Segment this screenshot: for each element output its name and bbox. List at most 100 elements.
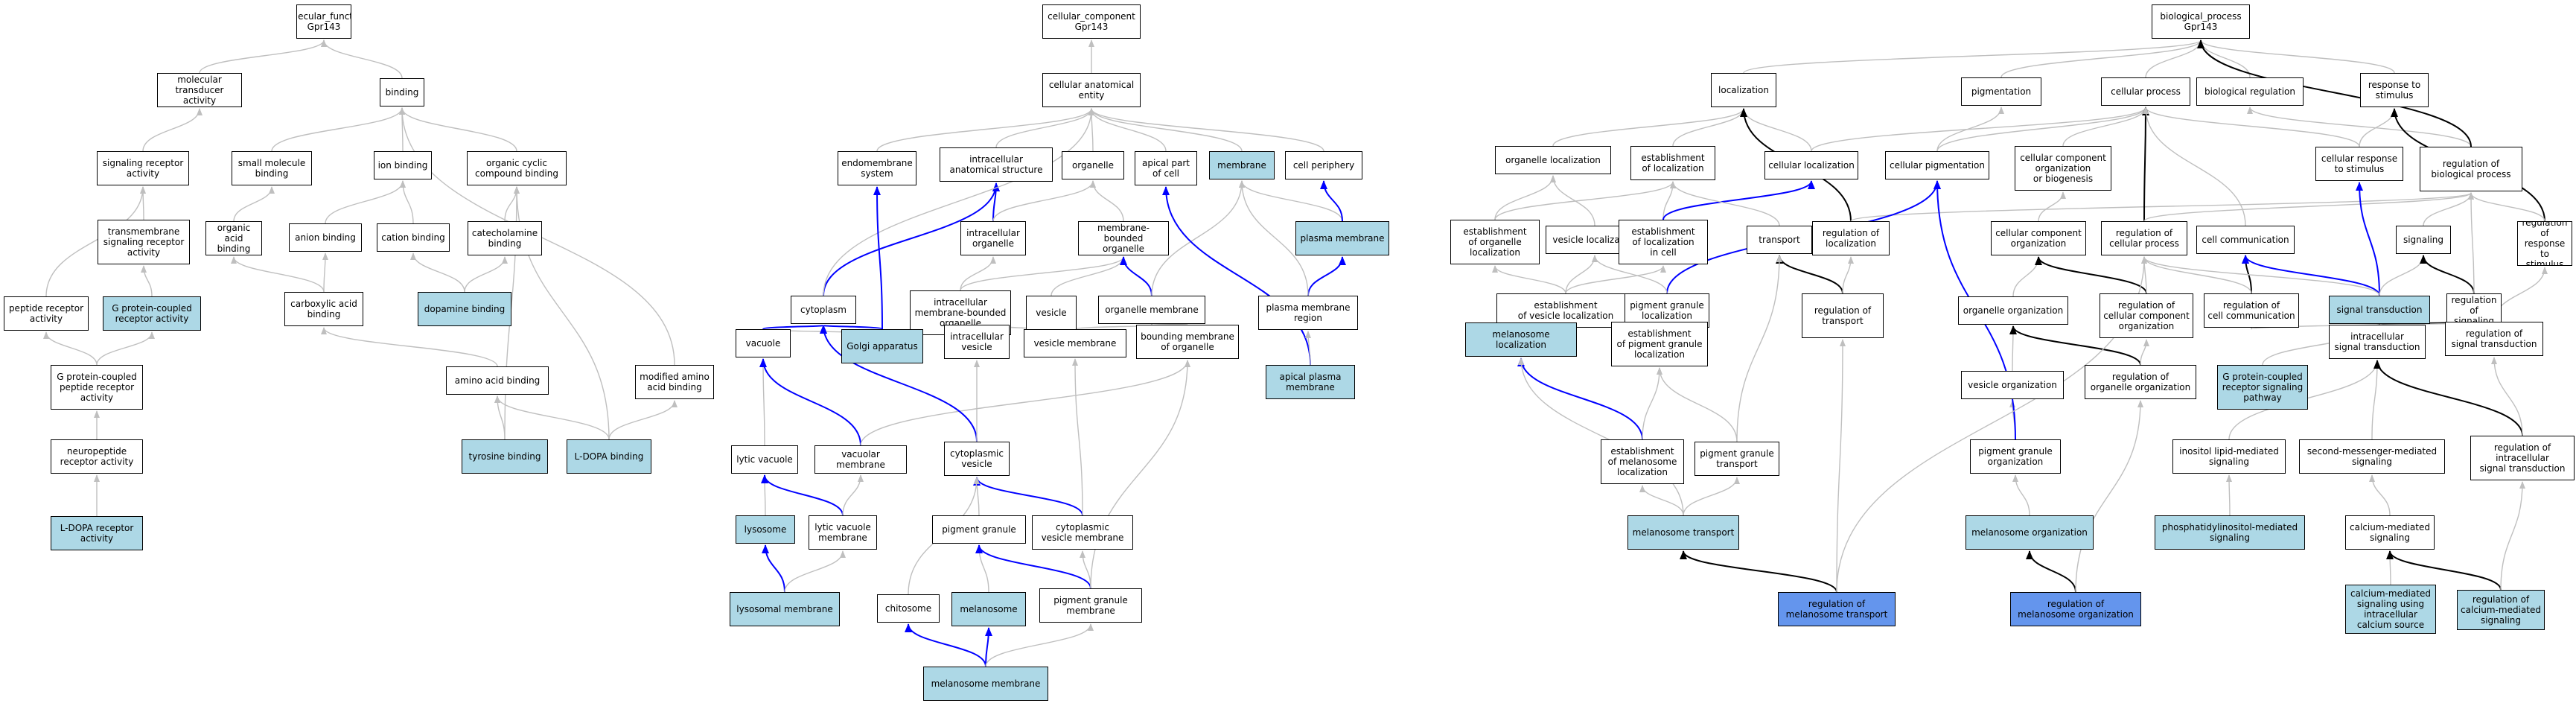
go-term-cell-periphery[interactable]: cell periphery	[1285, 151, 1362, 179]
go-term-lytic-vacuole[interactable]: lytic vacuole	[731, 445, 798, 474]
go-term-chitosome[interactable]: chitosome	[877, 594, 940, 623]
go-term-regulation-melanosome-transport[interactable]: regulation of melanosome transport	[1778, 592, 1896, 626]
go-term-regulation-organelle-organization[interactable]: regulation of organelle organization	[2085, 365, 2196, 399]
go-term-cc-org-biogenesis[interactable]: cellular component organization or bioge…	[2015, 146, 2111, 191]
go-term-pigment-granule-transport[interactable]: pigment granule transport	[1695, 442, 1779, 476]
go-term-regulation-localization[interactable]: regulation of localization	[1812, 221, 1890, 255]
go-term-cellular-localization[interactable]: cellular localization	[1764, 151, 1858, 179]
go-term-endomembrane-system[interactable]: endomembrane system	[838, 151, 916, 185]
go-term-tyrosine-binding[interactable]: tyrosine binding	[462, 439, 548, 474]
go-term-regulation-calcium-signaling[interactable]: regulation of calcium-mediated signaling	[2457, 590, 2545, 630]
go-term-cellular-process[interactable]: cellular process	[2101, 77, 2190, 106]
go-term-pi-signaling[interactable]: phosphatidylinositol-mediated signaling	[2155, 515, 2305, 550]
go-term-establishment-melanosome-localization[interactable]: establishment of melanosome localization	[1601, 439, 1684, 484]
go-term-signaling[interactable]: signaling	[2396, 226, 2451, 254]
go-term-apical-part[interactable]: apical part of cell	[1135, 151, 1197, 185]
go-term-amino-acid-binding[interactable]: amino acid binding	[446, 366, 549, 395]
go-term-organelle-localization[interactable]: organelle localization	[1495, 146, 1611, 174]
go-term-cc[interactable]: cellular_component Gpr143	[1042, 4, 1141, 39]
go-term-cellular-anatomical-entity[interactable]: cellular anatomical entity	[1042, 73, 1141, 107]
go-term-neuropeptide-receptor[interactable]: neuropeptide receptor activity	[51, 439, 143, 474]
go-term-gpc-peptide-receptor[interactable]: G protein-coupled peptide receptor activ…	[51, 365, 143, 410]
go-term-peptide-receptor[interactable]: peptide receptor activity	[4, 296, 89, 331]
go-term-calcium-intracellular-source[interactable]: calcium-mediated signaling using intrace…	[2345, 585, 2436, 634]
go-term-intracellular-vesicle[interactable]: intracellular vesicle	[944, 325, 1010, 359]
go-term-melanosome-organization[interactable]: melanosome organization	[1966, 515, 2094, 550]
go-term-apical-plasma-membrane[interactable]: apical plasma membrane	[1266, 365, 1355, 399]
go-term-organic-acid-binding[interactable]: organic acid binding	[205, 221, 262, 255]
go-term-dopamine-binding[interactable]: dopamine binding	[418, 292, 511, 326]
go-term-regulation-cellular-process[interactable]: regulation of cellular process	[2101, 221, 2187, 255]
go-term-establishment-localization[interactable]: establishment of localization	[1630, 146, 1715, 180]
go-term-lysosomal-membrane[interactable]: lysosomal membrane	[730, 592, 840, 626]
go-term-regulation-transport[interactable]: regulation of transport	[1802, 293, 1884, 338]
go-term-catecholamine-binding[interactable]: catecholamine binding	[468, 221, 542, 255]
go-term-regulation-cell-communication[interactable]: regulation of cell communication	[2204, 293, 2299, 328]
go-term-vesicle[interactable]: vesicle	[1026, 296, 1077, 330]
go-term-response-to-stimulus[interactable]: response to stimulus	[2360, 73, 2429, 107]
go-term-organic-cyclic-binding[interactable]: organic cyclic compound binding	[467, 151, 567, 185]
go-term-signaling-receptor[interactable]: signaling receptor activity	[97, 151, 189, 185]
go-term-regulation-cc-organization[interactable]: regulation of cellular component organiz…	[2100, 293, 2193, 338]
go-term-melanosome-transport[interactable]: melanosome transport	[1627, 515, 1739, 550]
go-term-bounding-membrane[interactable]: bounding membrane of organelle	[1136, 325, 1239, 359]
go-term-gpcr-signaling-pathway[interactable]: G protein-coupled receptor signaling pat…	[2217, 365, 2308, 410]
go-term-pigment-granule-organization[interactable]: pigment granule organization	[1970, 439, 2061, 474]
go-term-vacuolar-membrane[interactable]: vacuolar membrane	[814, 445, 907, 474]
go-term-cation-binding[interactable]: cation binding	[377, 223, 450, 252]
go-term-vacuole[interactable]: vacuole	[736, 329, 791, 357]
go-term-golgi[interactable]: Golgi apparatus	[841, 329, 923, 363]
go-term-biological-regulation[interactable]: biological regulation	[2196, 77, 2304, 106]
go-term-membrane[interactable]: membrane	[1209, 151, 1275, 179]
go-term-organelle[interactable]: organelle	[1062, 151, 1124, 179]
go-term-ion-binding[interactable]: ion binding	[374, 151, 432, 179]
go-term-pigment-granule[interactable]: pigment granule	[932, 515, 1026, 544]
go-term-organelle-organization[interactable]: organelle organization	[1958, 296, 2068, 325]
go-term-modified-amino-acid-binding[interactable]: modified amino acid binding	[635, 365, 714, 399]
go-term-localization[interactable]: localization	[1711, 73, 1776, 107]
go-term-plasma-membrane[interactable]: plasma membrane	[1295, 221, 1389, 255]
go-term-membrane-bounded-organelle[interactable]: membrane-bounded organelle	[1078, 221, 1169, 255]
go-term-intracellular-signal-transduction[interactable]: intracellular signal transduction	[2329, 325, 2426, 359]
go-term-gpcr-activity[interactable]: G protein-coupled receptor activity	[103, 296, 201, 331]
go-term-cell-communication[interactable]: cell communication	[2196, 226, 2295, 254]
go-term-vesicle-membrane[interactable]: vesicle membrane	[1024, 329, 1126, 357]
go-term-pigmentation[interactable]: pigmentation	[1961, 77, 2041, 106]
go-term-melanosome-membrane[interactable]: melanosome membrane	[923, 667, 1048, 701]
go-term-regulation-biological-process[interactable]: regulation of biological process	[2420, 147, 2522, 191]
go-term-lytic-vacuole-membrane[interactable]: lytic vacuole membrane	[809, 515, 877, 550]
go-term-inositol-lipid-signaling[interactable]: inositol lipid-mediated signaling	[2172, 439, 2286, 474]
go-term-transmembrane-receptor[interactable]: transmembrane signaling receptor activit…	[98, 220, 190, 264]
go-term-transport[interactable]: transport	[1747, 226, 1812, 254]
go-term-binding[interactable]: binding	[380, 78, 424, 106]
go-term-regulation-melanosome-organization[interactable]: regulation of melanosome organization	[2010, 592, 2141, 626]
go-term-mol-transducer[interactable]: molecular transducer activity	[157, 73, 242, 107]
go-term-cellular-pigmentation[interactable]: cellular pigmentation	[1885, 151, 1989, 179]
go-term-melanosome-localization[interactable]: melanosome localization	[1465, 322, 1577, 357]
go-term-mf[interactable]: molecular_function Gpr143	[296, 4, 351, 39]
go-term-plasma-membrane-region[interactable]: plasma membrane region	[1258, 296, 1358, 330]
go-term-ldopa-receptor[interactable]: L-DOPA receptor activity	[51, 516, 143, 550]
go-term-ldopa-binding[interactable]: L-DOPA binding	[567, 439, 651, 474]
go-term-organelle-membrane[interactable]: organelle membrane	[1098, 296, 1205, 324]
go-term-cytoplasmic-vesicle[interactable]: cytoplasmic vesicle	[944, 442, 1010, 476]
go-term-intracellular-anatomical-structure[interactable]: intracellular anatomical structure	[940, 147, 1053, 182]
go-term-small-molecule-binding[interactable]: small molecule binding	[232, 151, 312, 185]
go-term-lysosome[interactable]: lysosome	[736, 515, 795, 544]
go-term-calcium-signaling[interactable]: calcium-mediated signaling	[2345, 515, 2435, 550]
go-term-cellular-response-stimulus[interactable]: cellular response to stimulus	[2315, 147, 2403, 181]
go-term-establishment-pg-localization[interactable]: establishment of pigment granule localiz…	[1611, 322, 1708, 366]
go-term-regulation-intracellular-st[interactable]: regulation of intracellular signal trans…	[2470, 436, 2575, 480]
go-term-intracellular-organelle[interactable]: intracellular organelle	[960, 221, 1026, 255]
go-term-establishment-localization-cell[interactable]: establishment of localization in cell	[1619, 220, 1708, 264]
go-term-pigment-granule-membrane[interactable]: pigment granule membrane	[1039, 588, 1142, 623]
go-term-cytoplasm[interactable]: cytoplasm	[791, 296, 856, 324]
go-term-regulation-response-stimulus[interactable]: regulation of response to stimulus	[2517, 221, 2572, 266]
go-term-second-messenger-signaling[interactable]: second-messenger-mediated signaling	[2299, 439, 2445, 474]
go-term-regulation-signal-transduction[interactable]: regulation of signal transduction	[2445, 322, 2543, 356]
go-term-vesicle-organization[interactable]: vesicle organization	[1961, 371, 2064, 399]
go-term-anion-binding[interactable]: anion binding	[289, 223, 362, 252]
go-term-cc-organization[interactable]: cellular component organization	[1991, 221, 2086, 255]
go-term-bp[interactable]: biological_process Gpr143	[2152, 4, 2250, 39]
go-term-cytoplasmic-vesicle-membrane[interactable]: cytoplasmic vesicle membrane	[1032, 515, 1133, 550]
